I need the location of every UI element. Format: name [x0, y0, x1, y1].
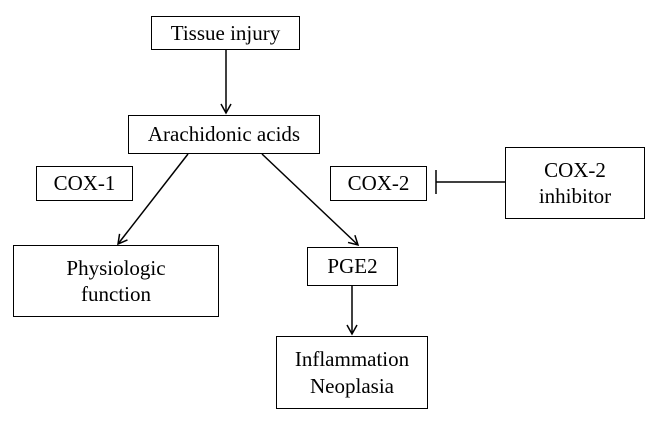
node-label-line2: function: [81, 282, 151, 306]
node-pge2: PGE2: [307, 247, 398, 286]
node-physiologic-function: Physiologic function: [13, 245, 219, 317]
node-label: Tissue injury: [170, 20, 281, 45]
node-cox2-inhibitor: COX-2 inhibitor: [505, 147, 645, 219]
node-label-line2: Neoplasia: [310, 373, 394, 398]
node-inflammation-neoplasia: Inflammation Neoplasia: [276, 336, 428, 409]
edge-arachidonic-acids-to-pge2: [261, 153, 360, 247]
node-arachidonic-acids: Arachidonic acids: [128, 115, 320, 154]
node-tissue-injury: Tissue injury: [151, 16, 300, 50]
node-label-line1: COX-2: [544, 157, 606, 182]
node-label: PGE2: [327, 254, 378, 279]
node-cox1: COX-1: [36, 166, 133, 201]
node-label: Arachidonic acids: [147, 122, 301, 147]
node-label: COX-2: [347, 171, 410, 196]
node-label-line1: Physiologic: [66, 255, 166, 280]
node-label-line2: inhibitor: [538, 184, 612, 208]
node-cox2: COX-2: [330, 166, 427, 201]
node-label: COX-1: [53, 171, 116, 196]
edge-arachidonic-acids-to-physiologic-function: [117, 153, 189, 246]
node-label-line1: Inflammation: [294, 347, 410, 372]
